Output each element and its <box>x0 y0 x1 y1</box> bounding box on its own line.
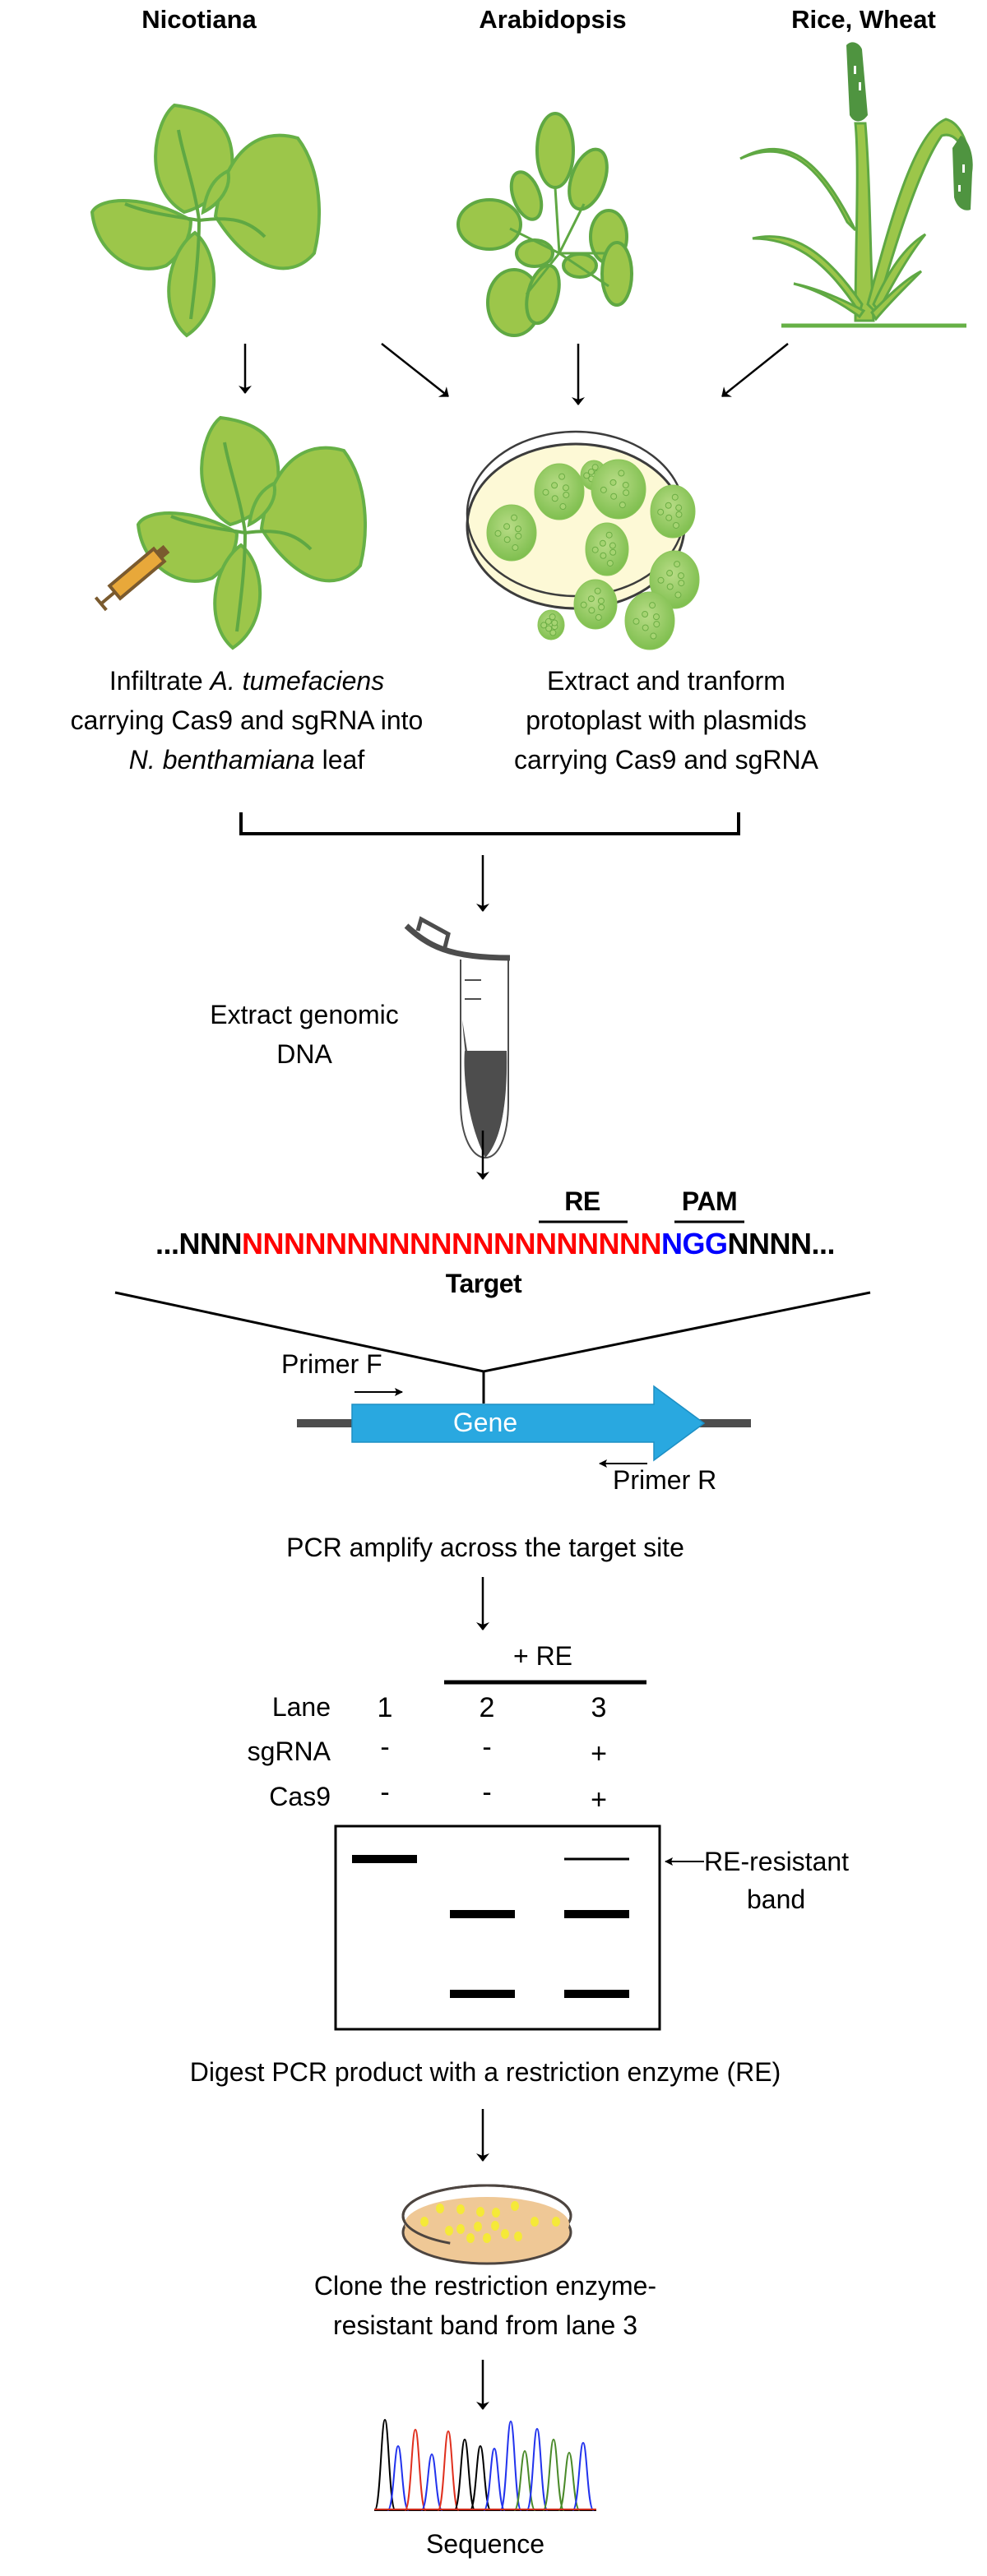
lane-1-sgrna: - <box>380 1732 390 1763</box>
protoplast-colony <box>486 504 537 562</box>
gel-band <box>564 1990 629 1998</box>
step-pcr: PCR amplify across the target site <box>286 1533 684 1562</box>
re-resistant-band-label: RE-resistant band <box>704 1847 850 1914</box>
zoom-lines <box>114 1291 871 1404</box>
sequence-target: NNNNNNNNNNNNNNNNNNNN <box>242 1227 661 1260</box>
lane-2-cas9: - <box>482 1777 492 1808</box>
primer-f-label: Primer F <box>281 1349 382 1379</box>
chromatogram-peak <box>387 2444 410 2511</box>
chromatogram-peak <box>526 2427 549 2511</box>
header-rice-wheat: Rice, Wheat <box>791 5 936 34</box>
colony-dot <box>483 2233 491 2243</box>
sequence-prefix: ...NNN <box>155 1227 243 1260</box>
protoplast-colony <box>573 579 618 630</box>
target-sequence: ...NNNNNNNNNNNNNNNNNNNNNNNNGGNNNN... <box>109 1227 882 1261</box>
gel-band <box>352 1855 417 1863</box>
colony-dot <box>466 2233 475 2243</box>
chromatogram-peak <box>437 2430 460 2511</box>
colony-dot <box>552 2217 560 2227</box>
infiltrated-plant-icon <box>94 415 367 650</box>
chromatogram-peak <box>373 2418 396 2511</box>
lane-3-sgrna: + <box>591 1738 607 1769</box>
step-sequence: Sequence <box>425 2529 545 2559</box>
protoplast-colony <box>624 591 675 650</box>
sequence-pam: NGG <box>660 1227 728 1260</box>
lane-3-cas9: + <box>591 1784 607 1815</box>
colony-dot <box>514 2231 522 2241</box>
gel-band <box>564 1910 629 1918</box>
gene-diagram <box>297 1385 751 1468</box>
rice-wheat-plant-icon <box>739 42 973 328</box>
sequence-suffix: NNNN... <box>727 1227 835 1260</box>
chromatogram-peak <box>404 2428 427 2511</box>
gel-band <box>450 1990 515 1998</box>
gel-band <box>450 1910 515 1918</box>
chromatogram-peak <box>572 2441 595 2511</box>
colony-dot <box>491 2221 499 2231</box>
lane-2-sgrna: - <box>482 1732 492 1763</box>
protoplast-colony <box>650 484 696 539</box>
chromatogram-peak <box>420 2453 443 2511</box>
colony-dot <box>474 2222 482 2231</box>
colony-dot <box>456 2224 465 2234</box>
lane-2-number: 2 <box>479 1692 495 1723</box>
colony-dot <box>476 2207 484 2217</box>
chromatogram-peak <box>558 2451 581 2511</box>
header-arabidopsis: Arabidopsis <box>479 5 627 34</box>
gel-band <box>564 1857 629 1861</box>
lane-1-cas9: - <box>380 1777 390 1808</box>
lane-3-number: 3 <box>591 1692 607 1723</box>
chromatogram-peak <box>483 2447 506 2511</box>
step-infiltrate: Infiltrate A. tumefaciens carrying Cas9 … <box>70 666 424 775</box>
arrow-diagonal-icon <box>721 343 789 397</box>
gel <box>334 1824 704 2031</box>
protoplast-colony <box>537 609 565 641</box>
syringe-icon <box>94 544 170 612</box>
microcentrifuge-tube-icon <box>404 916 511 1159</box>
colony-dot <box>456 2204 465 2214</box>
step-protoplast: Extract and tranform protoplast with pla… <box>514 666 818 775</box>
merge-bracket <box>239 812 740 835</box>
chromatogram-peak <box>469 2444 492 2511</box>
gene-arrow <box>351 1385 706 1462</box>
primer-r-label: Primer R <box>613 1465 717 1495</box>
cas9-row-label: Cas9 <box>269 1782 331 1811</box>
sequencing-chromatogram <box>373 2418 596 2511</box>
arabidopsis-plant-icon <box>456 112 633 337</box>
gene-label: Gene <box>452 1408 518 1437</box>
step-clone: Clone the restriction enzyme- resistant … <box>313 2271 657 2340</box>
step-digest: Digest PCR product with a restriction en… <box>189 2057 781 2087</box>
protoplast-colony <box>585 522 629 576</box>
nicotiana-plant-icon <box>90 103 321 338</box>
flow-arrows-row1 <box>239 343 789 405</box>
bacterial-plate-icon <box>401 2184 572 2265</box>
re-site-label: RE <box>564 1186 600 1216</box>
colony-dot <box>492 2208 500 2218</box>
arrow-diagonal-icon <box>381 343 449 397</box>
protoplast-colony <box>534 463 585 520</box>
colony-dot <box>501 2229 509 2239</box>
sgrna-row-label: sgRNA <box>247 1737 331 1766</box>
chromatogram-peak <box>453 2438 476 2511</box>
colony-dot <box>511 2201 519 2211</box>
protoplast-petri-dish-icon <box>466 430 700 650</box>
colony-dot <box>531 2217 539 2227</box>
colony-dot <box>436 2204 444 2213</box>
pam-label: PAM <box>681 1186 738 1216</box>
target-label: Target <box>445 1269 522 1298</box>
colony-dot <box>445 2226 453 2236</box>
header-nicotiana: Nicotiana <box>141 5 257 34</box>
chromatogram-peak <box>499 2420 522 2511</box>
protoplast-colony <box>649 550 700 609</box>
lane-1-number: 1 <box>377 1692 393 1723</box>
chromatogram-peak <box>542 2438 565 2511</box>
lane-row-label: Lane <box>271 1692 331 1722</box>
protoplast-colony <box>591 459 646 520</box>
step-extract-dna: Extract genomic DNA <box>210 1000 399 1069</box>
re-treatment-label: + RE <box>512 1641 573 1671</box>
colony-dot <box>420 2217 429 2227</box>
